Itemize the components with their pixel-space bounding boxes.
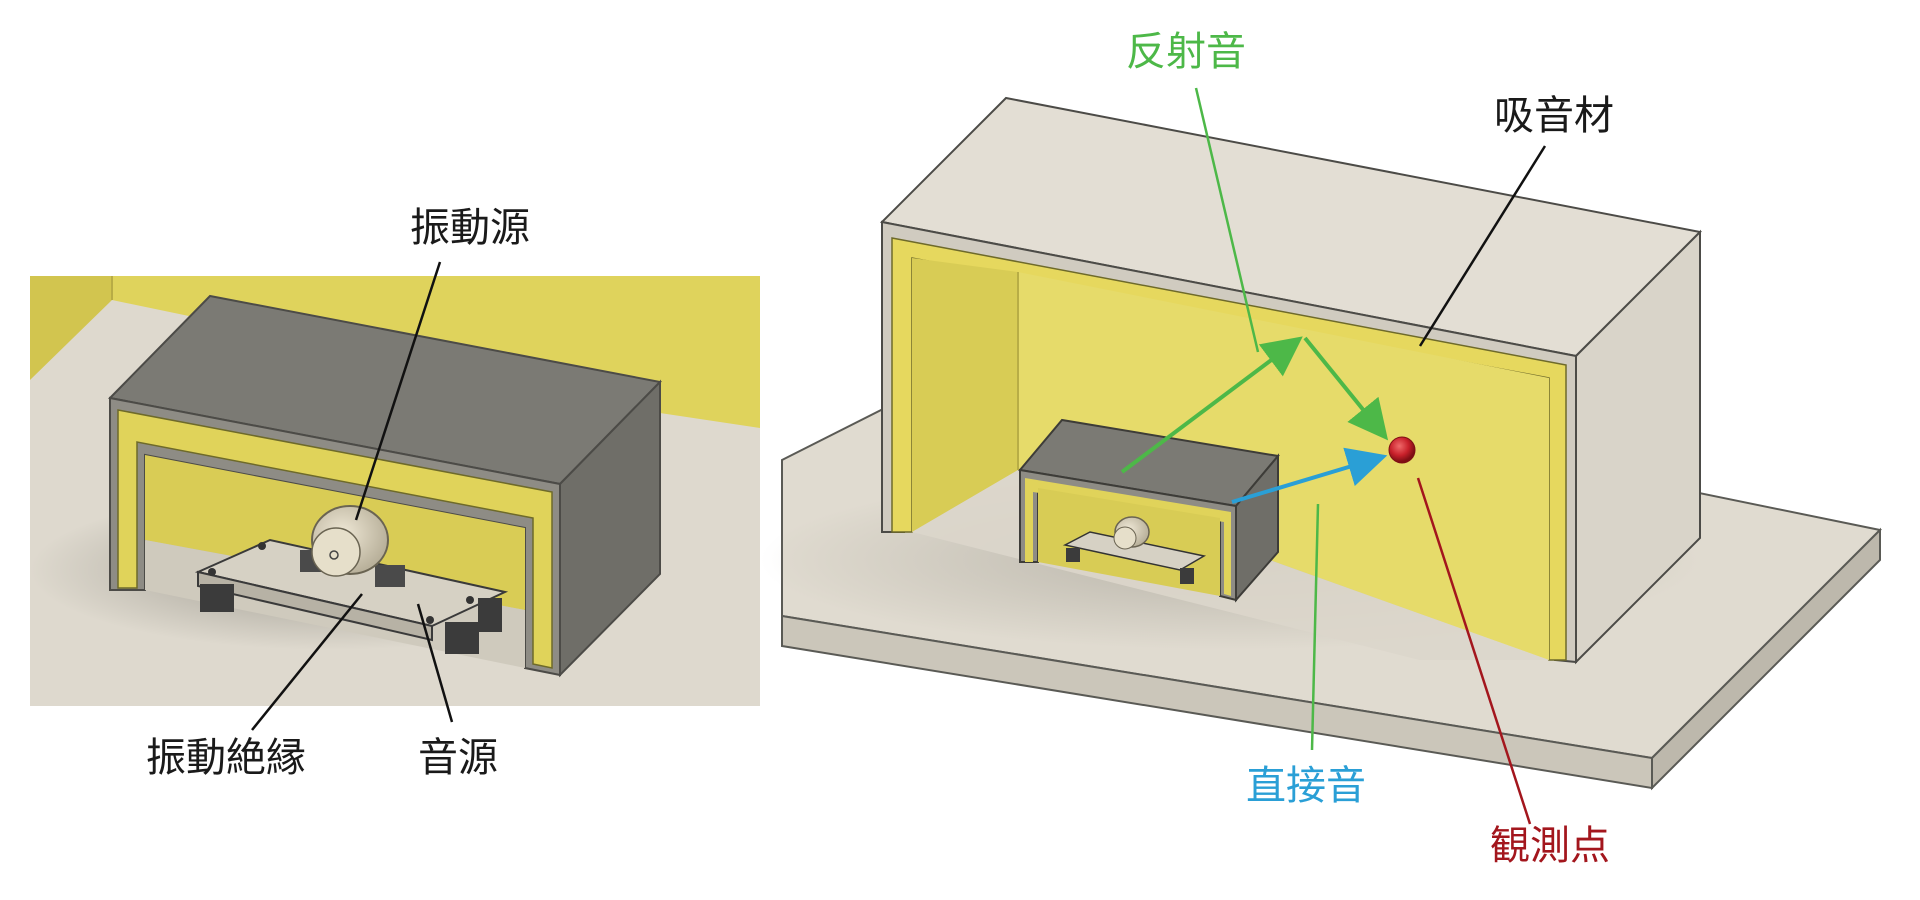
left-sound-source-assembly <box>194 505 509 654</box>
label-vibration-isolation: 振動絶縁 <box>146 735 306 781</box>
leader-reflected-sound <box>1194 87 1260 353</box>
label-reflected-sound: 反射音 <box>1126 29 1246 75</box>
right-interior-side <box>912 258 1018 532</box>
leader-absorber <box>1418 145 1547 347</box>
reflected-sound-ray-2 <box>1303 336 1389 441</box>
leader-vibration-source <box>354 261 442 521</box>
label-absorber: 吸音材 <box>1494 93 1614 139</box>
label-observation-point: 観測点 <box>1490 823 1610 869</box>
left-panel <box>30 261 760 731</box>
right-small-enclosure <box>1018 418 1280 603</box>
leader-vibration-isolation <box>251 593 363 731</box>
leader-direct-sound <box>1310 503 1320 751</box>
label-sound-source: 音源 <box>418 735 498 781</box>
reflected-sound-ray-1 <box>1120 336 1303 474</box>
observation-point-marker <box>1388 436 1416 464</box>
right-interior-back <box>1018 272 1549 660</box>
leader-sound-source <box>416 603 454 723</box>
leader-observation-point <box>1416 477 1532 825</box>
right-panel <box>760 87 1883 825</box>
direct-sound-ray <box>1231 447 1388 504</box>
label-vibration-source: 振動源 <box>410 205 530 251</box>
label-direct-sound: 直接音 <box>1246 763 1366 809</box>
left-room-side-wall <box>30 276 112 380</box>
left-absorber-lining <box>117 409 553 669</box>
